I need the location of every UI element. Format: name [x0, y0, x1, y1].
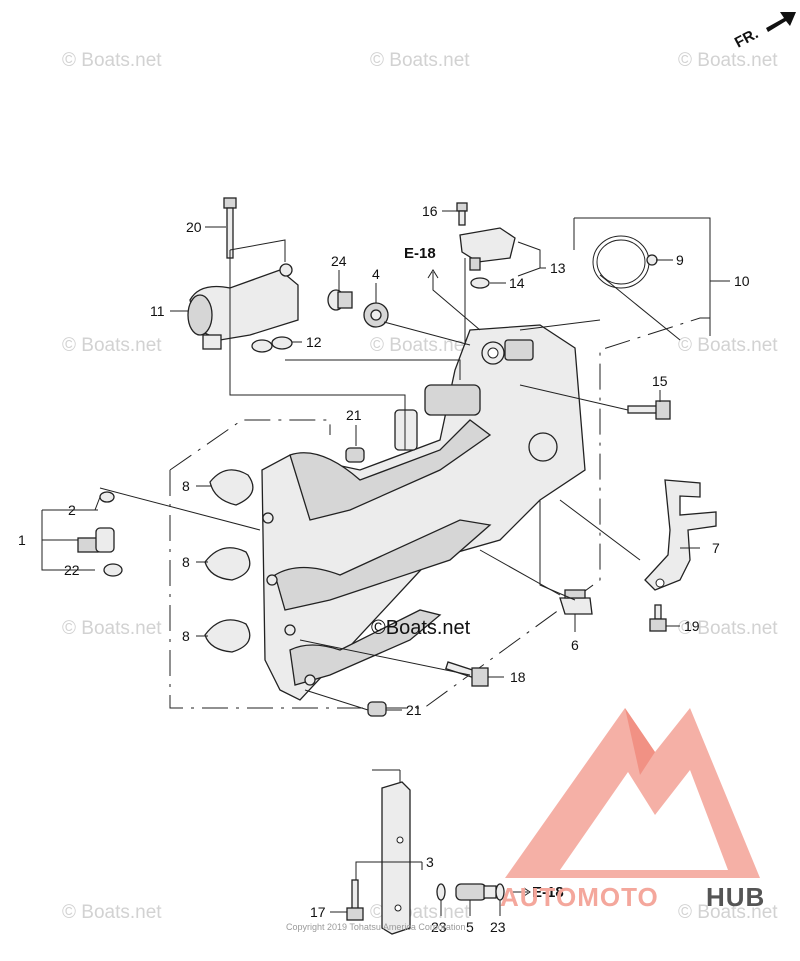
callout-17: 17 — [310, 904, 326, 920]
callout-1: 1 — [18, 532, 26, 548]
washer-22 — [103, 563, 123, 577]
bolt-15 — [627, 400, 671, 420]
callout-labels: 20 11 12 24 4 16 13 14 9 10 15 21 8 2 1 … — [18, 203, 750, 935]
clip-6 — [559, 589, 593, 615]
callout-11: 11 — [150, 303, 165, 319]
hose-clamp-8 — [204, 469, 254, 653]
callout-10: 10 — [734, 273, 750, 289]
brand-logo — [505, 708, 760, 878]
reference-label: E-18 — [532, 884, 564, 901]
watermark: © Boats.net — [678, 618, 778, 639]
watermark: © Boats.net — [62, 618, 162, 639]
leader-lines — [41, 210, 730, 916]
callout-22: 22 — [64, 562, 80, 578]
center-watermark: ©Boats.net — [371, 617, 471, 639]
assembly-boundary — [169, 317, 710, 709]
callout-21: 21 — [346, 407, 362, 423]
bolt-17 — [346, 879, 364, 921]
callout-12: 12 — [306, 334, 322, 350]
watermark-layer: © Boats.net © Boats.net © Boats.net © Bo… — [62, 50, 778, 923]
sensor-13 — [459, 227, 516, 271]
brand-wordmark: AUTOMOTO HUB — [500, 882, 765, 912]
callout-15: 15 — [652, 373, 668, 389]
callout-19: 19 — [684, 618, 700, 634]
callout-18: 18 — [510, 669, 526, 685]
sensor-1 — [77, 527, 115, 553]
callout-9: 9 — [676, 252, 684, 268]
brand-part2: HUB — [706, 882, 765, 912]
throttle-body — [187, 263, 299, 350]
bolt-19 — [649, 604, 667, 632]
callout-7: 7 — [712, 540, 720, 556]
callout-21: 21 — [406, 702, 422, 718]
watermark: © Boats.net — [370, 335, 470, 356]
watermark: © Boats.net — [370, 50, 470, 71]
callout-13: 13 — [550, 260, 566, 276]
callout-6: 6 — [571, 637, 579, 653]
watermark: © Boats.net — [678, 335, 778, 356]
callout-14: 14 — [509, 275, 525, 291]
washer-23 — [436, 883, 446, 901]
callout-20: 20 — [186, 219, 202, 235]
callout-5: 5 — [466, 919, 474, 935]
callout-3: 3 — [426, 854, 434, 870]
callout-8: 8 — [182, 628, 190, 644]
callout-23: 23 — [490, 919, 506, 935]
clamp-9 — [592, 235, 658, 289]
callout-8: 8 — [182, 554, 190, 570]
intake-manifold — [261, 324, 586, 701]
valve-4 — [363, 302, 389, 328]
connector-5 — [455, 883, 497, 901]
front-direction-indicator: FR. — [732, 12, 796, 52]
callout-8: 8 — [182, 478, 190, 494]
fitting-24 — [327, 289, 353, 311]
watermark: © Boats.net — [62, 335, 162, 356]
bracket-7 — [644, 479, 717, 591]
callout-2: 2 — [68, 502, 76, 518]
callout-4: 4 — [372, 266, 380, 282]
copyright-notice: Copyright 2019 Tohatsu America Corporati… — [286, 922, 465, 932]
front-direction-label: FR. — [732, 25, 761, 51]
bolt-16 — [456, 202, 468, 226]
brand-part1: AUTOMOTO — [500, 882, 659, 912]
watermark: © Boats.net — [678, 902, 778, 923]
callout-23: 23 — [431, 919, 447, 935]
bar-3 — [381, 781, 411, 935]
nut-21 — [345, 447, 387, 717]
callout-24: 24 — [331, 253, 347, 269]
gasket-12 — [251, 336, 293, 353]
reference-label: E-18 — [404, 245, 436, 262]
washer-2 — [99, 491, 115, 503]
front-arrow-icon — [766, 12, 796, 32]
watermark: © Boats.net — [678, 50, 778, 71]
watermark: © Boats.net — [62, 50, 162, 71]
watermark: © Boats.net — [62, 902, 162, 923]
callout-16: 16 — [422, 203, 438, 219]
o-ring-14 — [470, 277, 490, 289]
